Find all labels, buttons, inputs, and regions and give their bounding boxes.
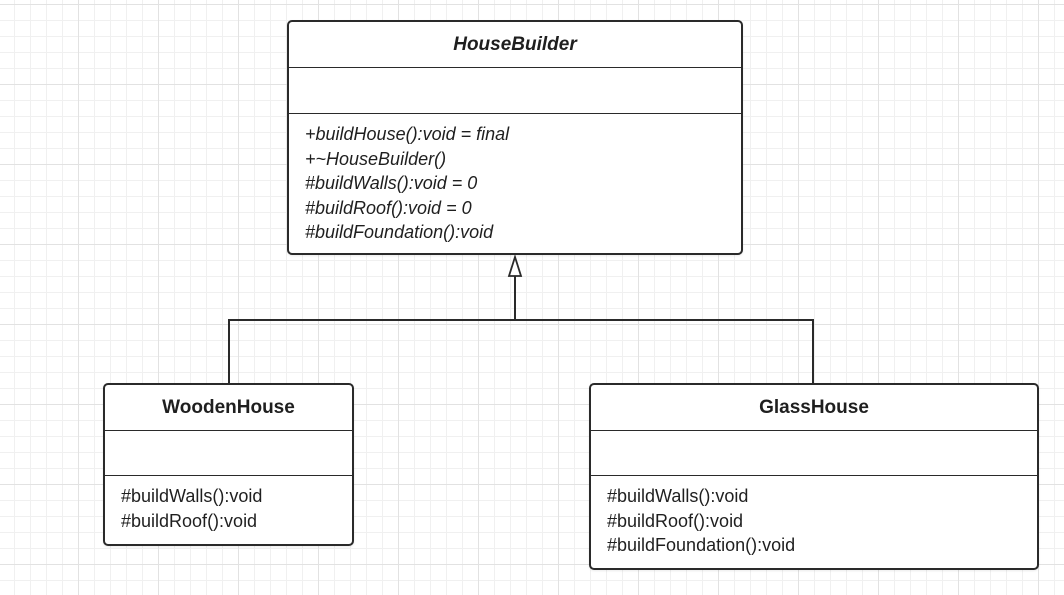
class-name-glasshouse: GlassHouse: [591, 385, 1037, 431]
class-name-housebuilder: HouseBuilder: [289, 22, 741, 68]
operation-item: +buildHouse():void = final: [305, 124, 510, 144]
operation-item: #buildFoundation():void: [607, 535, 796, 555]
inheritance-arrowhead-icon: [507, 254, 523, 277]
operation-item: #buildWalls():void: [607, 486, 749, 506]
operation-item: #buildWalls():void: [121, 486, 263, 506]
operations-compartment-woodenhouse: #buildWalls():void #buildRoof():void: [105, 476, 352, 533]
operation-item: #buildRoof():void: [121, 510, 258, 531]
operations-compartment-housebuilder: +buildHouse():void = final +~HouseBuilde…: [289, 114, 741, 245]
operation-item: #buildWalls():void = 0: [305, 173, 478, 193]
operation-item: #buildRoof():void: [607, 510, 744, 531]
attributes-compartment-glasshouse: [591, 431, 1037, 476]
generalization-line-woodenhouse: [228, 319, 515, 384]
operation-item: +~HouseBuilder(): [305, 148, 447, 169]
operations-compartment-glasshouse: #buildWalls():void #buildRoof():void #bu…: [591, 476, 1037, 558]
class-housebuilder[interactable]: HouseBuilder +buildHouse():void = final …: [287, 20, 743, 255]
attributes-compartment-woodenhouse: [105, 431, 352, 476]
class-glasshouse[interactable]: GlassHouse #buildWalls():void #buildRoof…: [589, 383, 1039, 570]
operation-item: #buildRoof():void = 0: [305, 197, 472, 218]
class-woodenhouse[interactable]: WoodenHouse #buildWalls():void #buildRoo…: [103, 383, 354, 546]
attributes-compartment-housebuilder: [289, 68, 741, 114]
operation-item: #buildFoundation():void: [305, 222, 494, 242]
class-name-woodenhouse: WoodenHouse: [105, 385, 352, 431]
generalization-line-glasshouse: [515, 319, 814, 384]
